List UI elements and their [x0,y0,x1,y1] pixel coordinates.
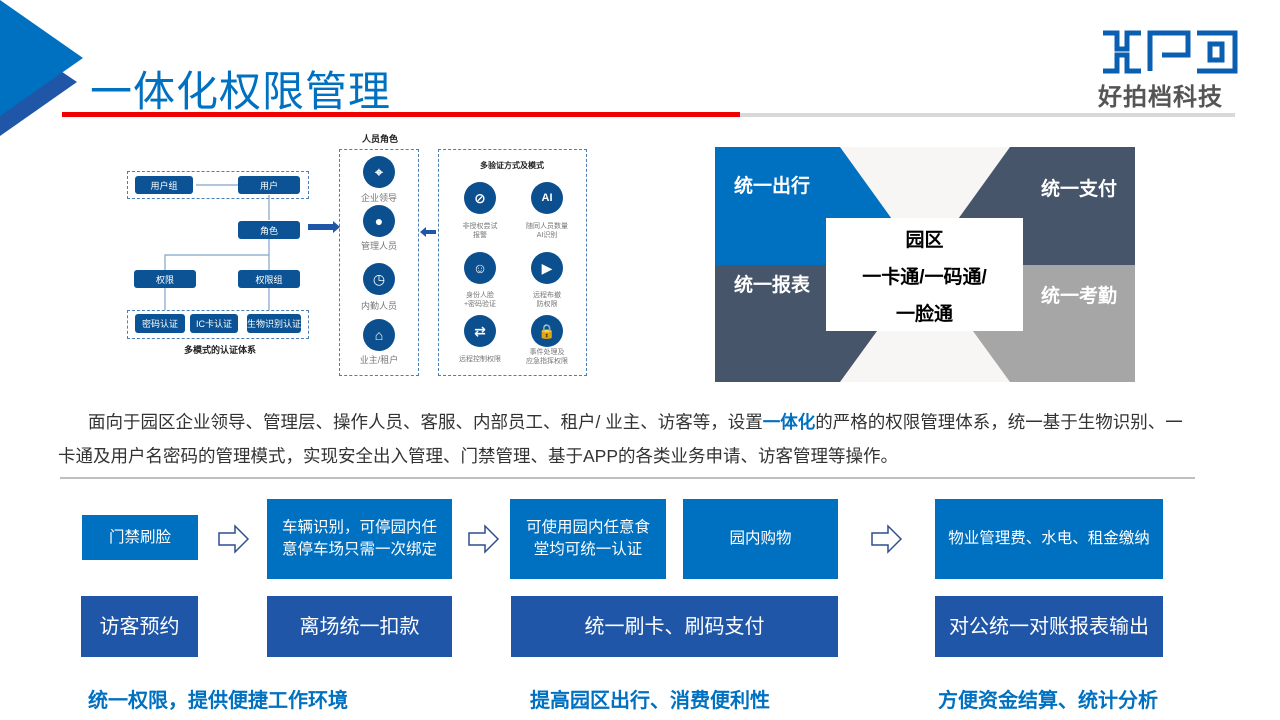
benefit-caption: 统一权限，提供便捷工作环境 [88,690,348,712]
mode-label: 身份人脸+密码验证 [463,292,497,308]
flow-box: 园内购物 [683,499,838,579]
flow-box: 离场统一扣款 [267,596,452,657]
flow-box: 访客预约 [81,596,198,657]
flow-box: 门禁刷脸 [82,515,198,560]
method-node: 密码认证 [135,314,185,333]
arrow-right-icon [218,524,250,554]
mode-label: 远程布撤防权限 [533,292,561,308]
role-node: 角色 [238,221,300,239]
quadrant-unified-travel: 统一出行 [734,176,811,197]
remote-control-monitor-icon: ⇄ [464,315,496,347]
mode-label: 远程控制权限 [459,356,501,363]
methods-dashed-group [127,310,309,339]
user-home-icon: ⌂ [363,319,395,351]
video-monitor-icon: ▶ [531,252,563,284]
divider [60,477,1195,479]
roles-box [339,149,419,376]
user-gear-icon: ● [363,205,395,237]
face-scan-icon: ☺ [464,252,496,284]
roles-title: 人员角色 [361,134,398,144]
flow-box: 车辆识别，可停园内任意停车场只需一次绑定 [267,499,452,579]
role-label: 业主/租户 [359,355,399,365]
description-paragraph: 面向于园区企业领导、管理层、操作人员、客服、内部员工、租户/ 业主、访客等，设置… [58,412,1183,466]
user-dashed-group [127,171,309,199]
modes-box [438,149,587,376]
flow-box: 对公统一对账报表输出 [935,596,1163,657]
permission-node: 权限 [134,270,196,288]
mode-label: 非授权尝试报警 [462,223,498,239]
user-group-node: 用户组 [135,176,193,194]
flow-box: 可使用园内任意食堂均可统一认证 [510,499,666,579]
auth-caption: 多模式的认证体系 [183,345,256,355]
flow-box: 统一刷卡、刷码支付 [511,596,838,657]
quadrant-unified-payment: 统一支付 [1041,179,1118,200]
benefit-caption: 提高园区出行、消费便利性 [530,690,770,712]
quadrant-unified-report: 统一报表 [734,275,811,296]
title-triangle-decoration [0,0,83,136]
location-pin-icon: ⌖ [363,156,395,188]
flow-box: 物业管理费、水电、租金缴纳 [935,499,1163,579]
ai-shield-icon: AI [531,182,563,214]
xpd-logo [1103,30,1238,74]
clock-pin-icon: ◷ [363,263,395,295]
method-node: IC卡认证 [190,314,238,333]
role-label: 内勤人员 [360,301,397,311]
arrow-right-icon [871,524,903,554]
benefit-caption: 方便资金结算、统计分析 [938,690,1158,712]
modes-title: 多验证方式及模式 [480,161,544,170]
title-underline-gray [740,113,1235,117]
role-label: 企业领导 [360,193,397,203]
user-node: 用户 [238,176,300,194]
company-name: 好拍档科技 [1098,84,1223,111]
center-label: 园区 一卡通/一码通/ 一脸通 [862,230,987,325]
method-node: 生物识别认证 [247,314,301,333]
permission-group-node: 权限组 [238,270,300,288]
title-underline-red [62,112,740,117]
page-title: 一体化权限管理 [90,68,392,115]
connector-lines [164,184,340,310]
unified-quadrant-diagram [715,147,1135,382]
quadrant-unified-attendance: 统一考勤 [1041,286,1118,307]
role-label: 管理人员 [360,241,397,251]
mode-label: 事件处理及应急指挥权限 [526,349,568,365]
arrow-left-icon [420,227,436,237]
arrow-right-icon [468,524,500,554]
user-block-icon: ⊘ [464,182,496,214]
lock-icon: 🔒 [531,315,563,347]
